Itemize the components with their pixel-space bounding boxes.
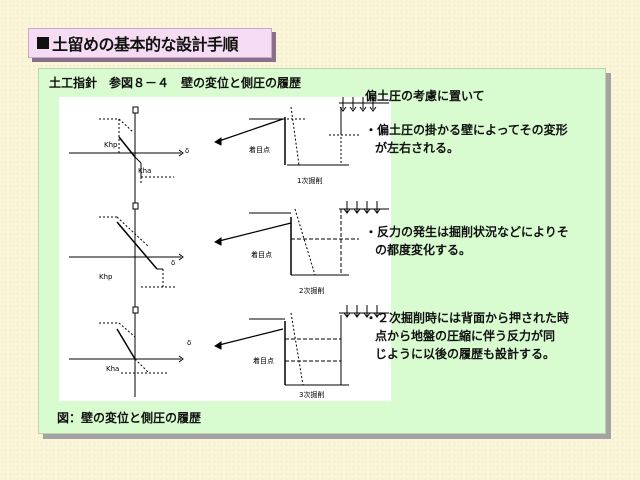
excavation-3 (214, 305, 389, 386)
graph-1 (69, 106, 184, 207)
delta-label-2: δ (171, 259, 175, 267)
note-item-1: ・偏土圧の掛かる壁によってその変形 が左右される。 (365, 121, 597, 157)
title-bullet-square (37, 37, 49, 49)
note-2-line-2: の都度変化する。 (375, 243, 472, 257)
note-1-line-2: が左右される。 (375, 141, 460, 155)
excavation-2 (214, 201, 389, 276)
graph-3 (69, 306, 184, 397)
figure-svg: Khp Kha δ 着目点 1次掘削 (69, 97, 389, 399)
point-label-1: 着目点 (249, 145, 270, 154)
note-1-line-1: ・偏土圧の掛かる壁によってその変形 (365, 123, 568, 137)
slide-title: 土留めの基本的な設計手順 (52, 35, 239, 54)
note-3-line-3: じように以後の履歴も設計する。 (375, 347, 556, 361)
graph-2 (69, 202, 184, 307)
stage-label-2: 2次掘削 (299, 286, 324, 295)
point-label-3: 着目点 (253, 356, 274, 365)
note-item-2: ・反力の発生は掘削状況などによりそ の都度変化する。 (365, 223, 597, 259)
note-item-3: ・２次掘削時には背面から押された時 点から地盤の圧縮に伴う反力が同 じように以後… (365, 309, 597, 363)
note-2-line-1: ・反力の発生は掘削状況などによりそ (365, 225, 569, 239)
excavation-1 (214, 97, 389, 166)
khp-label-2: Khp (99, 273, 113, 281)
stage-label-1: 1次掘削 (297, 176, 322, 185)
notes-title: 偏土圧の考慮に置いて (365, 89, 485, 103)
delta-label-1: δ (185, 147, 189, 155)
note-3-line-2: 点から地盤の圧縮に伴う反力が同 (375, 329, 556, 343)
panel-heading: 土工指針 参図８－４ 壁の変位と側圧の履歴 (49, 76, 302, 90)
stage-label-3: 3次掘削 (299, 390, 324, 399)
wall-displacement-figure: Khp Kha δ 着目点 1次掘削 (59, 97, 391, 401)
slide-title-box: 土留めの基本的な設計手順 (28, 28, 272, 58)
delta-label-3: δ (187, 339, 191, 347)
kha-label-1: Kha (138, 167, 151, 175)
point-label-2: 着目点 (251, 250, 272, 259)
content-panel: 土工指針 参図８－４ 壁の変位と側圧の履歴 Khp Kha δ (38, 68, 606, 434)
note-3-line-1: ・２次掘削時には背面から押された時 (365, 311, 570, 325)
kha-label-3: Kha (106, 365, 119, 373)
figure-caption: 図：壁の変位と側圧の履歴 (57, 411, 202, 425)
khp-label-1: Khp (104, 141, 118, 149)
